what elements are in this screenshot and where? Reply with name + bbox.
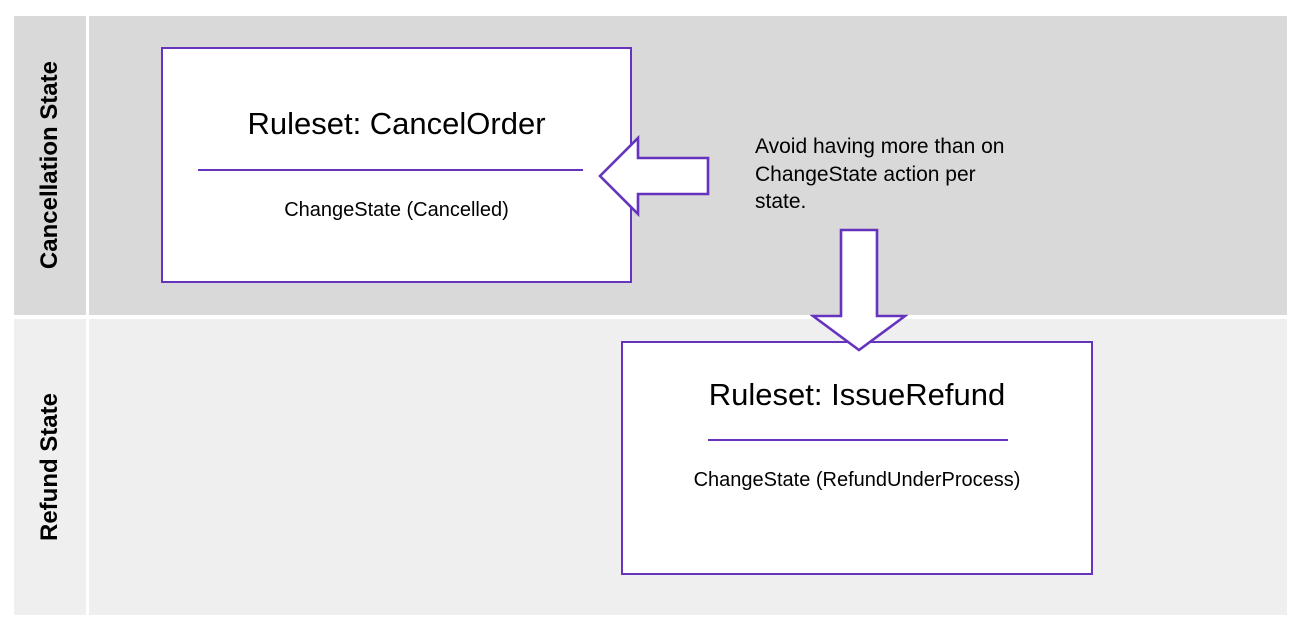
annotation-line-3: state. — [755, 190, 807, 214]
lane-header-cancellation-state: Cancellation State — [14, 16, 86, 315]
ruleset-box-cancel-order[interactable]: Ruleset: CancelOrder ChangeState (Cancel… — [161, 47, 632, 283]
swimlane-diagram: Cancellation State Refund State Ruleset:… — [14, 16, 1287, 615]
annotation-line-1: Avoid having more than on — [755, 135, 1005, 158]
ruleset-box-issue-refund[interactable]: Ruleset: IssueRefund ChangeState (Refund… — [621, 341, 1093, 575]
ruleset-title-issue-refund: Ruleset: IssueRefund — [708, 377, 1006, 412]
ruleset-action-cancel-order: ChangeState (Cancelled) — [284, 199, 509, 221]
ruleset-title-cancel-order: Ruleset: CancelOrder — [247, 106, 546, 141]
lane-header-refund-state: Refund State — [14, 319, 86, 615]
ruleset-divider-cancel-order — [198, 169, 583, 171]
arrow-left-icon — [598, 134, 710, 218]
lane-title-refund-state: Refund State — [36, 392, 63, 541]
arrow-down-icon — [810, 228, 908, 352]
ruleset-divider-issue-refund — [708, 439, 1008, 441]
annotation-line-2: ChangeState action per — [755, 162, 976, 186]
lane-title-cancellation-state: Cancellation State — [36, 61, 63, 270]
ruleset-action-issue-refund: ChangeState (RefundUnderProcess) — [693, 469, 1021, 491]
annotation-note: Avoid having more than on ChangeState ac… — [755, 133, 1075, 216]
